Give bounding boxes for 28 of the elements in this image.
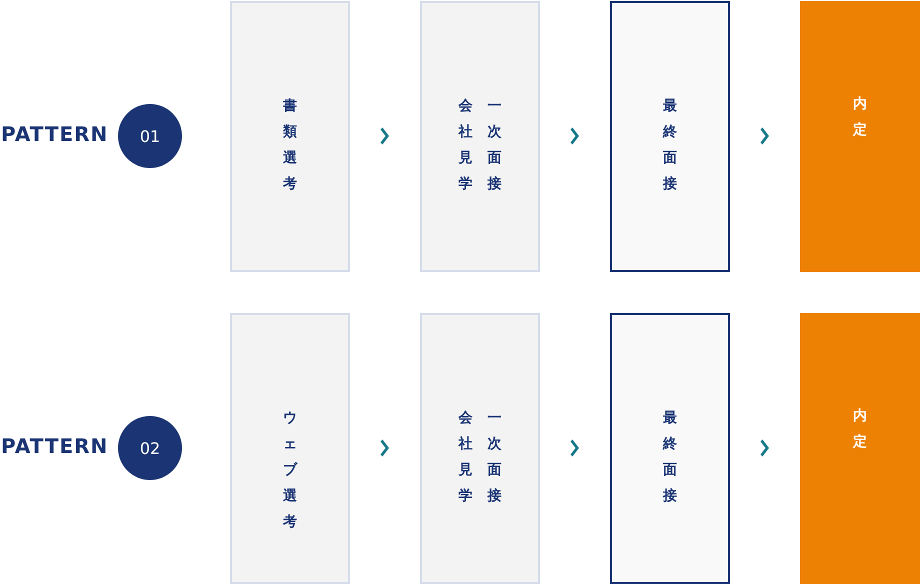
step-box: [610, 313, 730, 584]
number-circle: 02: [118, 416, 182, 480]
step-box: [420, 1, 540, 272]
step-text: ウェブ選考: [282, 409, 298, 532]
chevron-arrow: [570, 128, 579, 144]
step-text: 一次面接: [487, 97, 502, 194]
pattern-label: PATTERN: [1, 434, 108, 458]
step-text: 内定: [852, 407, 868, 452]
result-box: [800, 1, 920, 272]
number-circle: 01: [118, 104, 182, 168]
step-box: [230, 1, 350, 272]
step-text: 一次面接: [487, 409, 502, 506]
chevron-arrow: [570, 440, 579, 456]
step-box: [610, 1, 730, 272]
step-box: [420, 313, 540, 584]
chevron-arrow: [760, 440, 769, 456]
step-box: [230, 313, 350, 584]
step-text: 書類選考: [282, 97, 298, 194]
step-text: 会社見学: [458, 409, 473, 506]
chevron-arrow: [380, 440, 389, 456]
chevron-arrow: [760, 128, 769, 144]
step-text: 最終面接: [662, 409, 678, 506]
step-text: 内定: [852, 95, 868, 140]
step-text: 会社見学: [458, 97, 473, 194]
pattern-label: PATTERN: [1, 122, 108, 146]
chevron-arrow: [380, 128, 389, 144]
step-text: 最終面接: [662, 97, 678, 194]
result-box: [800, 313, 920, 584]
